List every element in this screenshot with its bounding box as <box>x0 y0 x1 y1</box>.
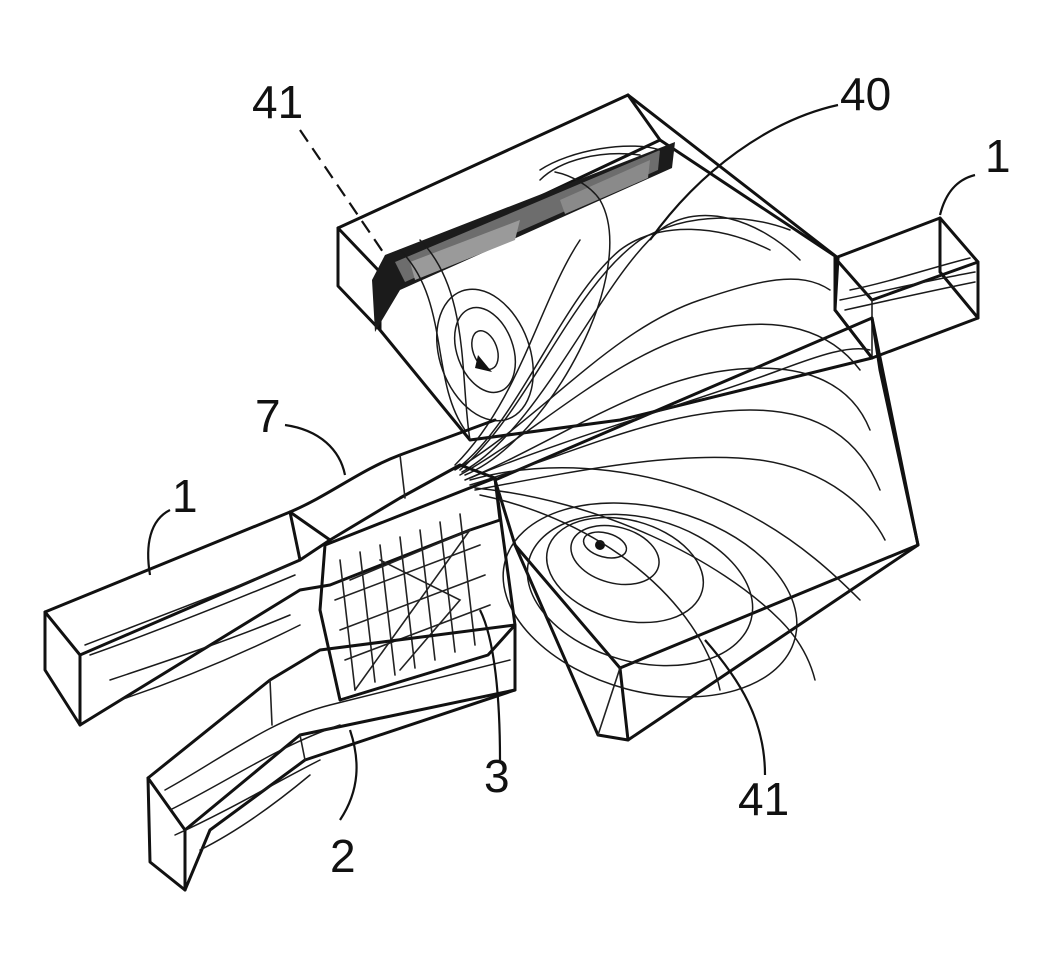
label-3: 3 <box>484 750 510 802</box>
upper-chamber <box>338 95 872 440</box>
label-40: 40 <box>840 68 891 120</box>
label-2: 2 <box>330 830 356 882</box>
label-1-left: 1 <box>172 470 198 522</box>
label-1-right: 1 <box>985 130 1011 182</box>
lower-chamber <box>481 318 918 740</box>
label-7: 7 <box>255 390 281 442</box>
label-41-bottom: 41 <box>738 773 789 825</box>
label-41-top: 41 <box>252 76 303 128</box>
